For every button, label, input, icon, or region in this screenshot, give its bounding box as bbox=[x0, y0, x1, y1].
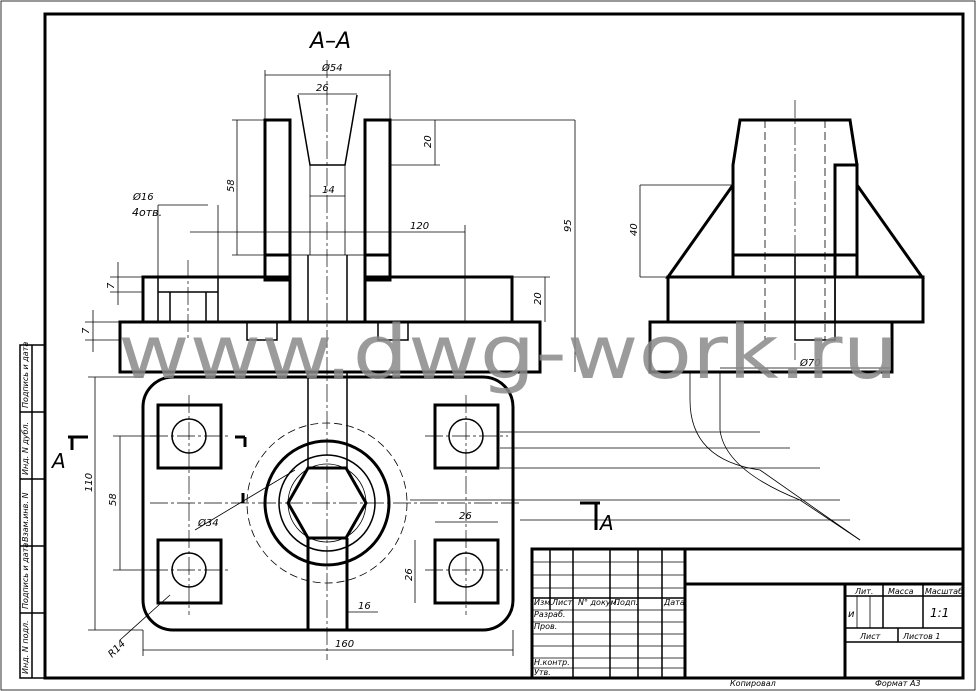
dim-160: 160 bbox=[335, 639, 354, 650]
tb-sheets: Листов 1 bbox=[902, 632, 941, 641]
front-section-view: A–A Ø54 26 14 Ø16 4отв. 58 20 95 120 20 … bbox=[81, 29, 576, 660]
tb-scale-value: 1:1 bbox=[930, 606, 949, 620]
dim-40: 40 bbox=[629, 223, 640, 236]
dim-20-mid: 20 bbox=[533, 292, 544, 305]
hatch-left-wall bbox=[263, 118, 292, 257]
tb-izm: Изм. bbox=[534, 598, 553, 607]
dim-d16: Ø16 bbox=[132, 191, 154, 203]
dim-holes: 4отв. bbox=[132, 206, 162, 219]
tb-lit-value: и bbox=[848, 609, 855, 620]
strip-label-4: Подпись и дата bbox=[21, 543, 30, 609]
dim-26-top: 26 bbox=[316, 83, 329, 94]
dim-7-b: 7 bbox=[81, 327, 92, 334]
section-marker-right: A bbox=[598, 511, 614, 535]
side-hatch-rib bbox=[855, 180, 925, 279]
tb-utv: Утв. bbox=[534, 668, 551, 677]
strip-label-3: Взам.инв. N bbox=[21, 493, 30, 542]
tb-list: Лист bbox=[551, 598, 573, 607]
section-marker-left: A bbox=[50, 449, 66, 473]
side-view: 40 Ø70 bbox=[410, 100, 925, 541]
dim-26-h: 26 bbox=[459, 511, 472, 522]
hatch-right-wall bbox=[363, 118, 392, 257]
dim-d34: Ø34 bbox=[197, 517, 219, 529]
tb-podp: Подп. bbox=[614, 598, 638, 607]
watermark: www.dwg-work.ru bbox=[118, 310, 898, 396]
side-strip: Подпись и дата Инд. N дубл. Взам.инв. N … bbox=[19, 342, 46, 679]
dim-7-a: 7 bbox=[106, 282, 117, 289]
boss-top-right bbox=[433, 403, 500, 470]
dim-95: 95 bbox=[563, 219, 574, 232]
tb-nkontr: Н.контр. bbox=[534, 658, 570, 667]
tb-lit: Лит. bbox=[854, 587, 873, 596]
dim-14: 14 bbox=[322, 185, 335, 196]
dim-110: 110 bbox=[84, 473, 95, 492]
tb-data: Дата bbox=[663, 598, 685, 607]
tb-sheet: Лист bbox=[859, 632, 881, 641]
dim-r14: R14 bbox=[106, 638, 128, 660]
v-groove bbox=[297, 94, 358, 166]
hatch-wall-right-full bbox=[363, 118, 392, 282]
tb-copied: Копировал bbox=[730, 679, 776, 688]
dim-d70: Ø70 bbox=[799, 357, 821, 369]
tb-format: Формат А3 bbox=[875, 679, 921, 688]
tb-razrab: Разраб. bbox=[534, 610, 565, 619]
tb-prov: Пров. bbox=[534, 622, 557, 631]
plan-view: A A 110 58 Ø34 26 26 16 R14 160 bbox=[50, 372, 614, 660]
section-title: A–A bbox=[308, 29, 351, 54]
dim-58-plan: 58 bbox=[108, 493, 119, 506]
strip-label-2: Инд. N дубл. bbox=[21, 422, 30, 475]
dim-d54: Ø54 bbox=[321, 62, 343, 74]
boss-bottom-left bbox=[156, 538, 223, 605]
dim-58-left: 58 bbox=[226, 179, 237, 192]
dim-120: 120 bbox=[410, 221, 429, 232]
strip-label-5: Инд. N подл. bbox=[21, 620, 30, 674]
tb-massa: Масса bbox=[888, 587, 914, 596]
title-block: Изм. Лист N° докум. Подп. Дата Разраб. П… bbox=[530, 547, 965, 688]
boss-top-left bbox=[156, 403, 223, 470]
boss-bottom-right bbox=[433, 538, 500, 605]
side-hatch-wall bbox=[833, 163, 859, 279]
tb-masshtab: Масштаб bbox=[925, 587, 963, 596]
dim-16-bottom: 16 bbox=[358, 601, 371, 612]
strip-label-1: Подпись и дата bbox=[21, 342, 30, 408]
plan-plate bbox=[141, 375, 515, 632]
hatch-wall-left-full bbox=[263, 118, 292, 282]
dim-20-top: 20 bbox=[423, 135, 434, 148]
tb-doc: N° докум. bbox=[578, 598, 619, 607]
base-plate bbox=[118, 320, 542, 374]
dim-26-v: 26 bbox=[404, 568, 415, 581]
